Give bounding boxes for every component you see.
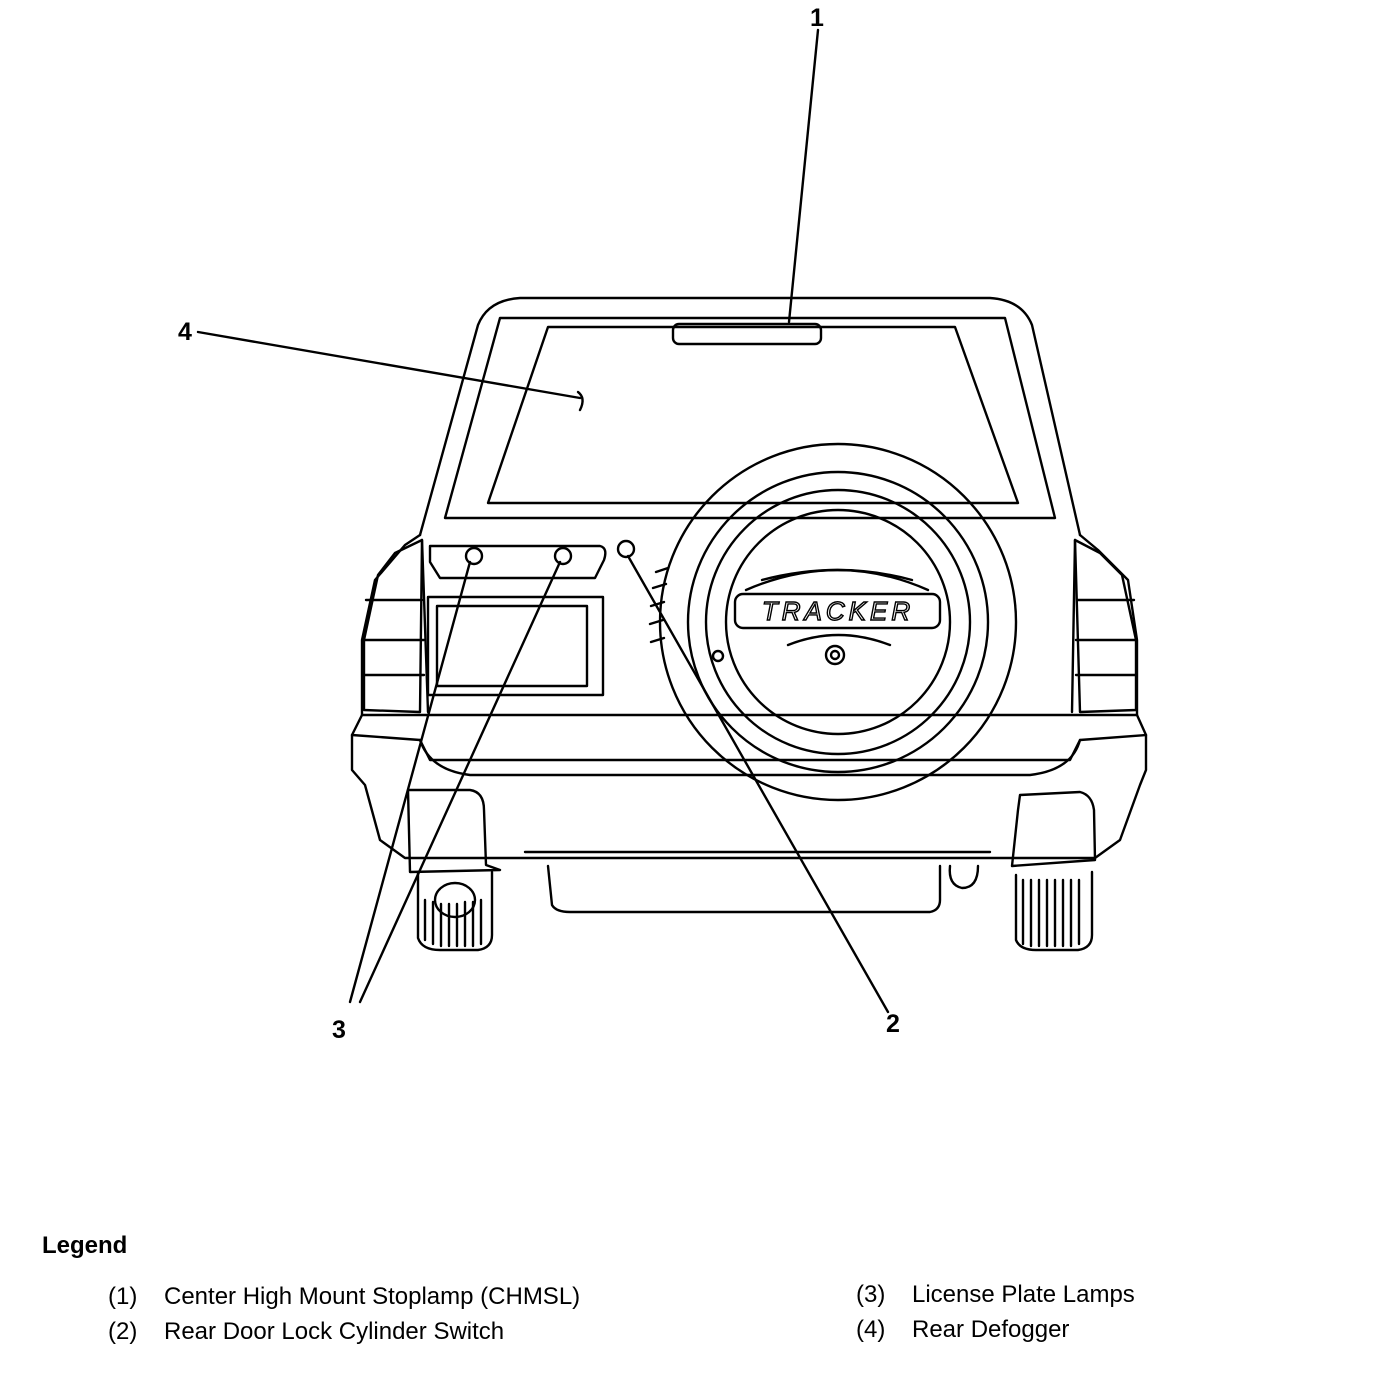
- license-plate-lamp-right: [553, 546, 573, 566]
- legend-item-1: (1) Center High Mount Stoplamp (CHMSL): [108, 1285, 580, 1309]
- callout-4: 4: [178, 318, 192, 346]
- legend-item-number: (1): [108, 1283, 138, 1310]
- rear-window: [486, 325, 1020, 505]
- leader-line-2: [626, 554, 890, 1014]
- leader-line-4: [196, 330, 582, 400]
- tow-hook: [948, 864, 980, 890]
- legend-item-3: (3) License Plate Lamps: [856, 1283, 1135, 1307]
- badge-arc-bottom: [786, 633, 892, 647]
- callout-2: 2: [886, 1010, 900, 1038]
- legend-item-number: (3): [856, 1281, 886, 1308]
- body-outline: [418, 296, 1082, 537]
- tail-lamp-right: [1073, 538, 1138, 714]
- rear-door-lock-cylinder: [616, 539, 636, 559]
- legend-item-number: (4): [856, 1316, 886, 1343]
- body-side-left: [360, 533, 422, 717]
- mud-flap-left: [406, 788, 502, 874]
- callout-1: 1: [810, 4, 824, 32]
- legend-item-4: (4) Rear Defogger: [856, 1318, 1069, 1342]
- tire-right: [1014, 870, 1094, 952]
- license-plate: [435, 604, 589, 688]
- callout-3: 3: [332, 1016, 346, 1044]
- leader-line-3a: [348, 560, 472, 1004]
- legend-item-label: Rear Defogger: [912, 1316, 1070, 1343]
- license-lamp-housing: [428, 544, 607, 580]
- exhaust-tip: [433, 881, 477, 919]
- license-plate-recess: [426, 595, 605, 697]
- spare-tire-cover: [704, 488, 972, 756]
- legend-item-label: License Plate Lamps: [912, 1281, 1135, 1308]
- leader-line-3b: [358, 560, 562, 1004]
- mud-flap-right: [1010, 790, 1097, 868]
- liftgate-inner-outline: [443, 316, 1057, 520]
- badge-arc-top: [760, 568, 914, 582]
- chmsl-lamp: [671, 322, 823, 346]
- legend-title: Legend: [42, 1232, 128, 1259]
- badge-plate: [733, 592, 942, 630]
- badge-text: TRACKER: [762, 596, 914, 626]
- leader-line-1: [787, 28, 820, 324]
- license-plate-lamp-left: [464, 546, 484, 566]
- tail-lamp-left: [362, 538, 424, 714]
- spare-tire-ring: [686, 470, 990, 774]
- rear-bumper: [350, 713, 1148, 860]
- underbody-panel: [546, 864, 942, 914]
- tire-left: [416, 870, 494, 952]
- spare-tire-center-lock: [824, 644, 846, 666]
- legend-item-number: (2): [108, 1318, 138, 1345]
- legend-item-label: Rear Door Lock Cylinder Switch: [164, 1318, 505, 1345]
- spare-tire-bolt: [711, 649, 725, 663]
- legend-item-label: Center High Mount Stoplamp (CHMSL): [164, 1283, 581, 1310]
- defogger-terminal: [576, 390, 584, 412]
- tire-tread-marks: [648, 566, 670, 644]
- legend-item-2: (2) Rear Door Lock Cylinder Switch: [108, 1320, 504, 1344]
